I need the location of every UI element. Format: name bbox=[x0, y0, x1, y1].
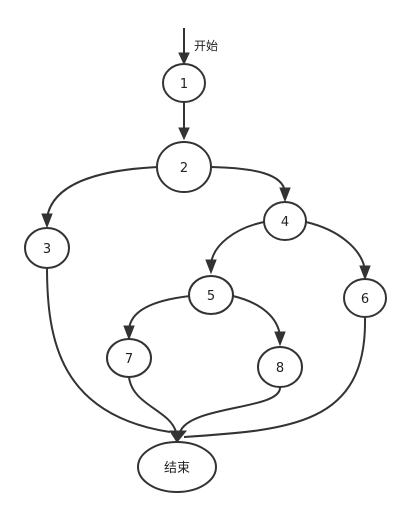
arrowhead-start-1-icon bbox=[178, 52, 190, 66]
edge-3-end bbox=[46, 266, 171, 433]
start-label: 开始 bbox=[194, 39, 218, 53]
node-1[interactable]: 1 bbox=[162, 63, 206, 103]
arrowhead-2-4-icon bbox=[279, 187, 291, 203]
node-4[interactable]: 4 bbox=[263, 201, 307, 241]
node-6-label: 6 bbox=[361, 292, 369, 307]
node-2[interactable]: 2 bbox=[156, 141, 212, 193]
node-8-label: 8 bbox=[276, 361, 284, 376]
node-layer: 1 2 3 4 5 6 7 8 bbox=[24, 63, 387, 493]
arrowhead-4-5-icon bbox=[205, 259, 217, 275]
node-5-label: 5 bbox=[207, 289, 215, 304]
arrowhead-4-6-icon bbox=[359, 265, 371, 281]
arrowhead-1-2-icon bbox=[178, 127, 190, 141]
arrowhead-into-end-icon bbox=[169, 430, 188, 443]
node-5[interactable]: 5 bbox=[188, 275, 234, 315]
node-7[interactable]: 7 bbox=[106, 338, 152, 378]
edge-4-6 bbox=[305, 221, 366, 271]
arrowhead-5-7-icon bbox=[123, 325, 135, 341]
node-4-label: 4 bbox=[281, 215, 289, 230]
node-end[interactable]: 结束 bbox=[137, 441, 217, 493]
arrowhead-2-3-icon bbox=[41, 213, 53, 229]
node-2-label: 2 bbox=[180, 161, 188, 176]
edge-7-end bbox=[128, 376, 177, 433]
edge-2-4 bbox=[210, 166, 286, 193]
edge-6-end bbox=[183, 317, 367, 438]
edge-2-3 bbox=[46, 166, 159, 219]
edge-5-7 bbox=[128, 295, 191, 331]
node-8[interactable]: 8 bbox=[257, 346, 303, 388]
arrowhead-5-8-icon bbox=[274, 331, 286, 347]
node-3[interactable]: 3 bbox=[24, 227, 70, 269]
edge-5-8 bbox=[232, 295, 281, 337]
node-end-label: 结束 bbox=[164, 461, 190, 476]
edge-8-end bbox=[179, 386, 282, 433]
edge-4-5 bbox=[210, 221, 265, 265]
edge-layer bbox=[41, 28, 371, 443]
node-7-label: 7 bbox=[125, 352, 133, 367]
node-3-label: 3 bbox=[43, 242, 51, 257]
node-1-label: 1 bbox=[180, 77, 188, 92]
node-6[interactable]: 6 bbox=[343, 278, 387, 318]
